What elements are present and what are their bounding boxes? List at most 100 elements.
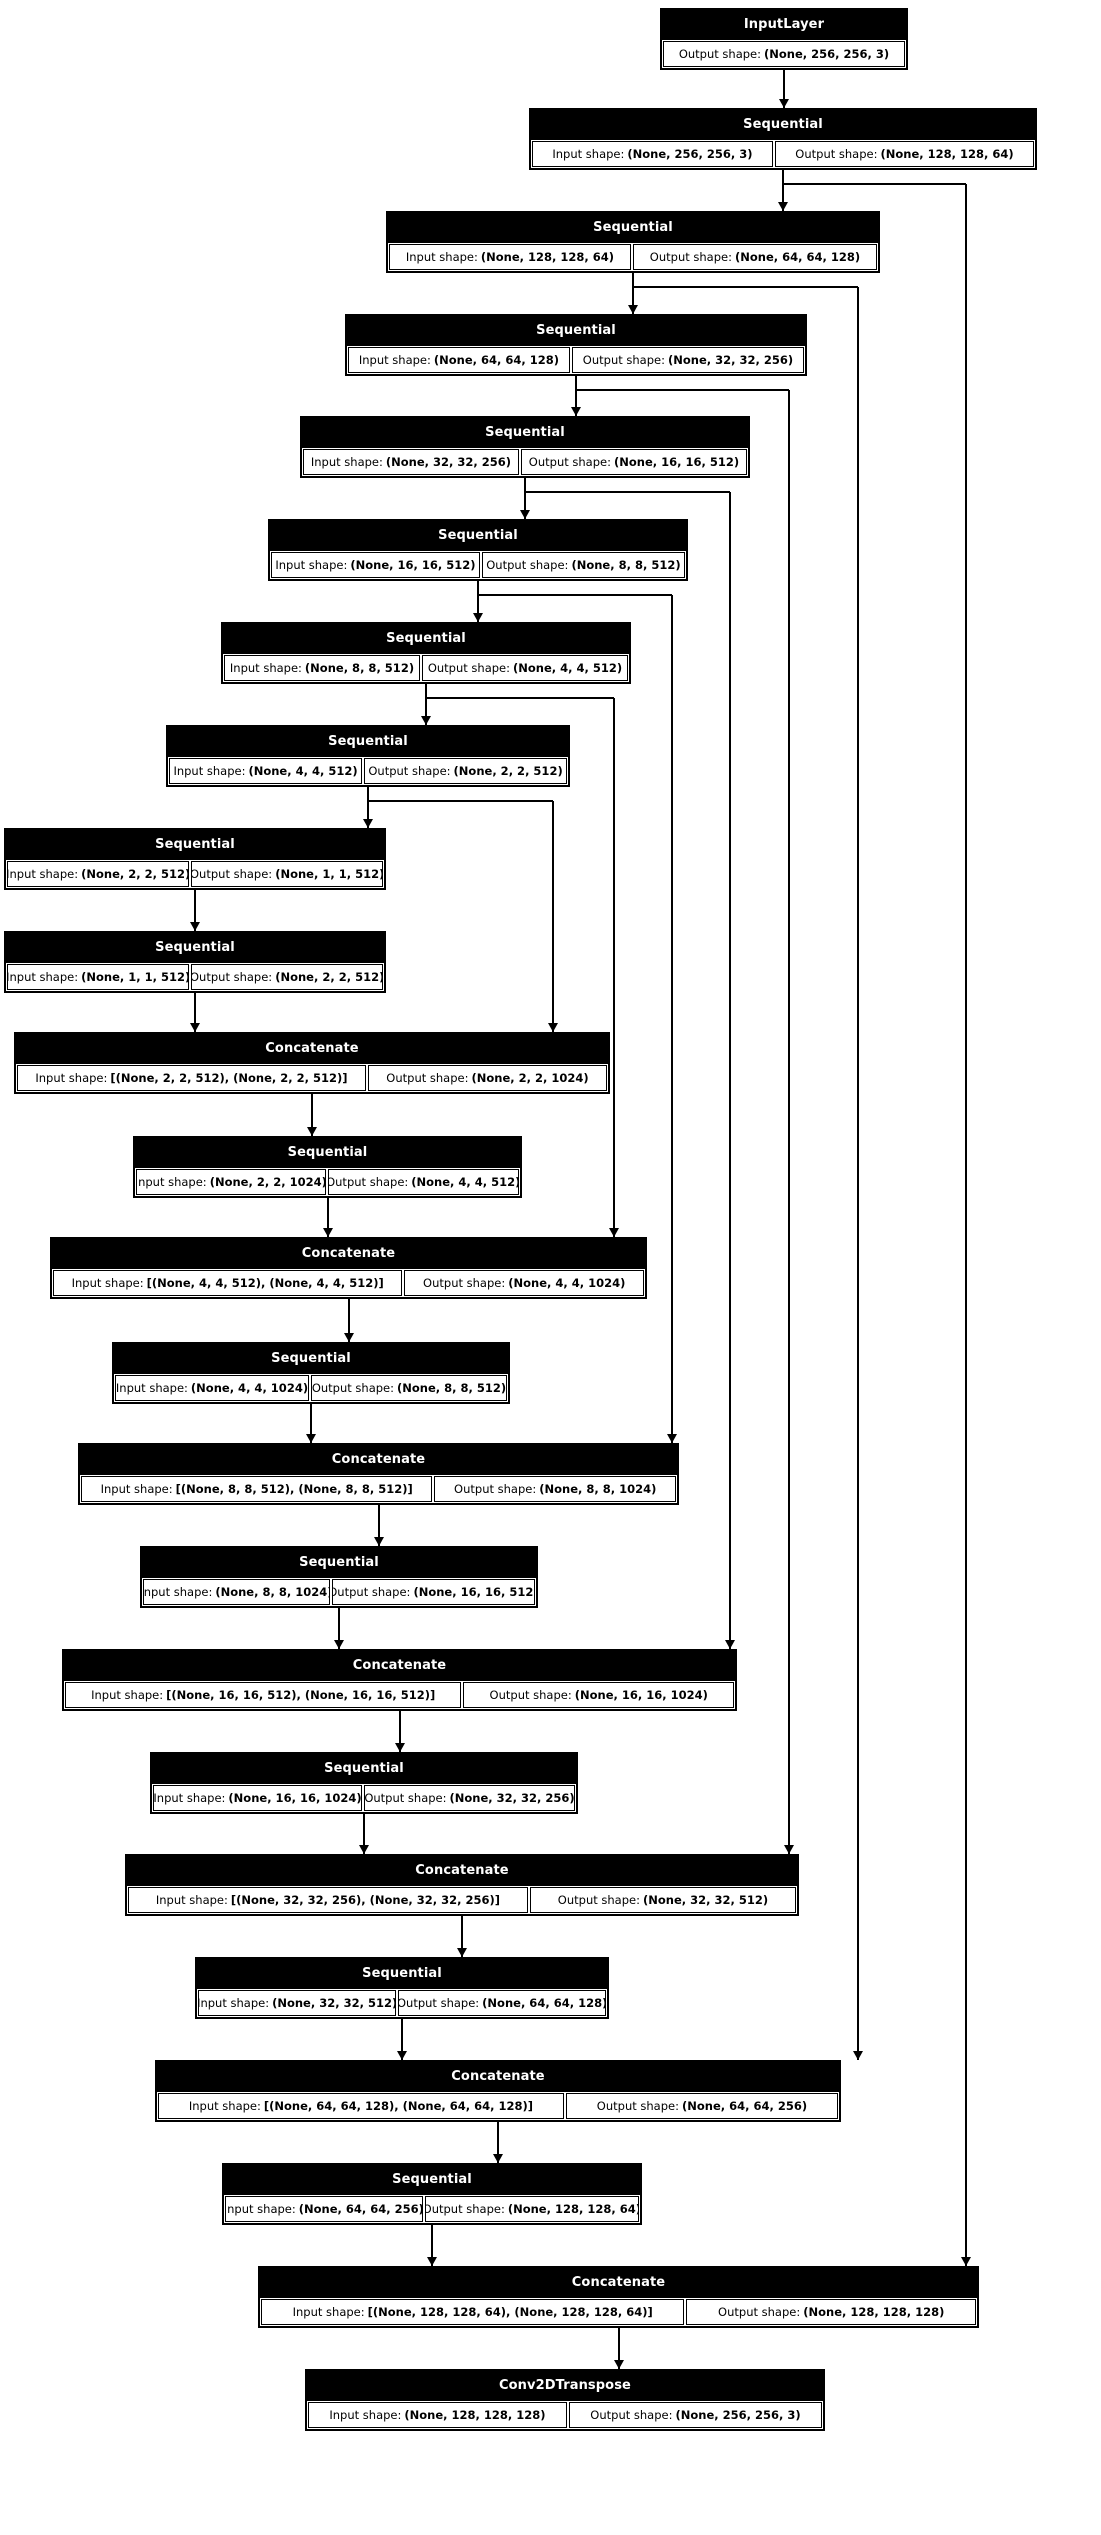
edge-segment <box>368 800 553 802</box>
node-output-shape: Output shape:(None, 8, 8, 512) <box>310 1375 507 1401</box>
node-shape-row: Input shape:(None, 32, 32, 256)Output sh… <box>302 448 748 476</box>
node-shape-row: Input shape:(None, 2, 2, 1024)Output sha… <box>135 1168 520 1196</box>
edge-segment <box>632 273 634 314</box>
node-shape-row: Input shape:(None, 16, 16, 512)Output sh… <box>270 551 686 579</box>
edge-segment <box>552 1010 554 1032</box>
node-output-shape: Output shape:(None, 2, 2, 1024) <box>367 1065 608 1091</box>
node-input-shape: Input shape:(None, 64, 64, 256) <box>225 2196 423 2222</box>
node-input-shape: Input shape:(None, 32, 32, 512) <box>198 1990 397 2016</box>
edge-segment <box>477 581 479 595</box>
edge-segment <box>965 184 967 2244</box>
edge-arrowhead <box>307 1127 317 1136</box>
node-type-label: Sequential <box>270 521 686 551</box>
edge-arrowhead <box>473 613 483 622</box>
node-input-shape: Input shape:(None, 2, 2, 512) <box>7 861 190 887</box>
node-output-shape: Output shape:(None, 256, 256, 3) <box>568 2402 823 2428</box>
node-input-shape: Input shape:(None, 8, 8, 512) <box>224 655 420 681</box>
node-input-shape: Input shape:(None, 1, 1, 512) <box>7 964 190 990</box>
node-input-shape: Input shape:(None, 128, 128, 128) <box>308 2402 567 2428</box>
edge-segment <box>613 698 615 1215</box>
node-output-shape: Output shape:(None, 64, 64, 256) <box>565 2093 838 2119</box>
edge-segment <box>617 2328 620 2369</box>
node-shape-row: Input shape:[(None, 32, 32, 256), (None,… <box>127 1886 797 1914</box>
node-shape-row: Input shape:(None, 2, 2, 512)Output shap… <box>6 860 384 888</box>
node-output-shape: Output shape:(None, 2, 2, 512) <box>191 964 383 990</box>
edge-segment <box>783 183 966 185</box>
node-shape-row: Input shape:(None, 256, 256, 3)Output sh… <box>531 140 1035 168</box>
node-output-shape: Output shape:(None, 128, 128, 128) <box>686 2299 976 2325</box>
node-shape-row: Input shape:[(None, 16, 16, 512), (None,… <box>64 1681 735 1709</box>
edge-segment <box>431 2225 433 2266</box>
node-type-label: Sequential <box>6 830 384 860</box>
node-output-shape: Output shape:(None, 8, 8, 1024) <box>434 1476 677 1502</box>
edge-arrowhead <box>306 1434 316 1443</box>
edge-segment <box>576 389 789 391</box>
edge-segment <box>338 1608 340 1649</box>
edge-arrowhead <box>493 2154 503 2163</box>
node-output-shape: Output shape:(None, 4, 4, 1024) <box>404 1270 645 1296</box>
node-shape-row: Input shape:(None, 128, 128, 128)Output … <box>307 2401 823 2429</box>
node-shape-row: Input shape:(None, 8, 8, 512)Output shap… <box>223 654 629 682</box>
node-type-label: Sequential <box>114 1344 508 1374</box>
edge-segment <box>782 170 784 211</box>
edge-arrowhead <box>548 1023 558 1032</box>
edge-arrowhead <box>190 922 200 931</box>
node-type-label: InputLayer <box>662 10 906 40</box>
node-input-shape: Input shape:(None, 4, 4, 1024) <box>115 1375 309 1401</box>
edge-segment <box>377 1505 380 1546</box>
node-input-shape: Input shape:[(None, 4, 4, 512), (None, 4… <box>53 1270 403 1296</box>
node-type-label: Sequential <box>152 1754 576 1784</box>
node-type-label: Sequential <box>168 727 568 757</box>
edge-arrowhead <box>457 1948 467 1957</box>
edge-segment <box>671 1421 673 1443</box>
node-type-label: Sequential <box>347 316 805 346</box>
node-type-label: Sequential <box>197 1959 607 1989</box>
edge-segment <box>671 595 673 1421</box>
node-type-label: Sequential <box>302 418 748 448</box>
edge-segment <box>425 684 427 725</box>
node-type-label: Sequential <box>6 933 384 963</box>
node-output-shape: Output shape:(None, 1, 1, 512) <box>191 861 383 887</box>
edge-segment <box>426 697 614 699</box>
node-type-label: Sequential <box>223 624 629 654</box>
edge-segment <box>367 787 369 828</box>
edge-segment <box>310 1404 312 1443</box>
node-type-label: Conv2DTranspose <box>307 2371 823 2401</box>
edge-arrowhead <box>778 202 788 211</box>
edge-segment <box>632 273 634 287</box>
node-output-shape: Output shape:(None, 16, 16, 512) <box>520 449 748 475</box>
edge-segment <box>194 890 196 931</box>
node-output-shape: Output shape:(None, 64, 64, 128) <box>398 1990 606 2016</box>
node-input-shape: Input shape:[(None, 8, 8, 512), (None, 8… <box>81 1476 433 1502</box>
edge-segment <box>633 286 858 288</box>
node-output-shape: Output shape:(None, 64, 64, 128) <box>632 244 878 270</box>
edge-arrowhead <box>373 1537 384 1546</box>
node-input-shape: Input shape:[(None, 128, 128, 64), (None… <box>261 2299 685 2325</box>
edge-arrowhead <box>613 2360 624 2369</box>
edge-segment <box>425 684 427 698</box>
edge-arrowhead <box>363 819 373 828</box>
node-input-shape: Input shape:(None, 8, 8, 1024) <box>143 1579 330 1605</box>
edge-segment <box>461 1916 463 1957</box>
edge-segment <box>525 491 730 493</box>
node-output-shape: Output shape:(None, 32, 32, 256) <box>571 347 805 373</box>
edge-segment <box>326 1198 329 1237</box>
node-input-shape: Input shape:(None, 16, 16, 1024) <box>153 1785 362 1811</box>
node-input-shape: Input shape:[(None, 32, 32, 256), (None,… <box>128 1887 528 1913</box>
node-output-shape: Output shape:(None, 4, 4, 512) <box>327 1169 519 1195</box>
edge-segment <box>194 993 196 1032</box>
edge-segment <box>782 170 784 184</box>
node-input-shape: Input shape:(None, 128, 128, 64) <box>389 244 631 270</box>
node-shape-row: Input shape:(None, 4, 4, 512)Output shap… <box>168 757 568 785</box>
